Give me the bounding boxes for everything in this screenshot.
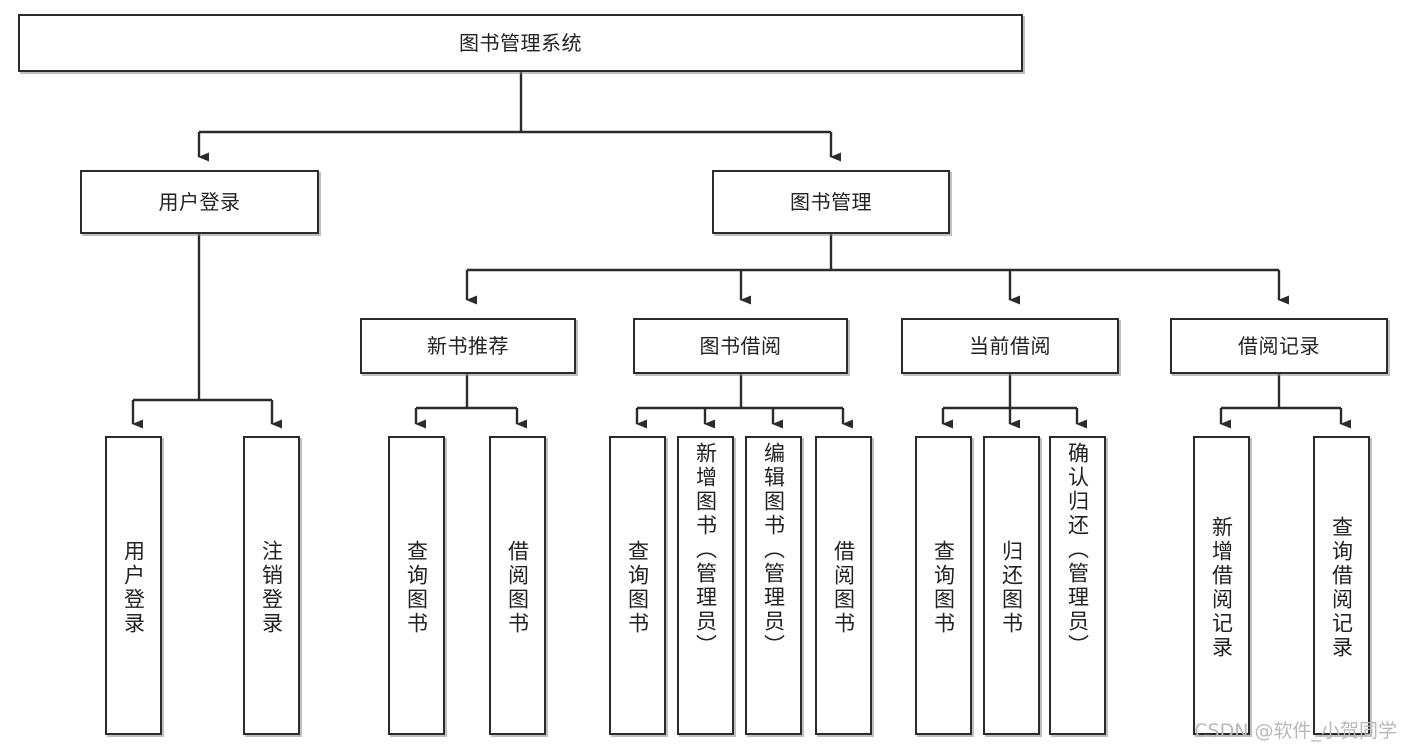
leaf-query-record[interactable]: 查询借阅记录 bbox=[1313, 436, 1370, 735]
leaf-add-record-label: 新增借阅记录 bbox=[1209, 515, 1234, 660]
leaf-edit-book[interactable]: 编辑图书（管理员） bbox=[745, 436, 802, 735]
leaf-user-logout-label: 注销登录 bbox=[259, 539, 284, 636]
node-current-borrow[interactable]: 当前借阅 bbox=[901, 318, 1119, 374]
node-root-label: 图书管理系统 bbox=[459, 30, 582, 55]
node-user-login-label: 用户登录 bbox=[158, 189, 241, 214]
node-root[interactable]: 图书管理系统 bbox=[18, 14, 1023, 72]
node-borrow-records[interactable]: 借阅记录 bbox=[1170, 318, 1388, 374]
leaf-user-login[interactable]: 用户登录 bbox=[105, 436, 162, 735]
node-borrow-records-label: 借阅记录 bbox=[1238, 333, 1320, 358]
watermark: CSDN @软件_小贺同学 bbox=[1194, 720, 1397, 742]
node-book-borrow[interactable]: 图书借阅 bbox=[633, 318, 848, 374]
node-current-borrow-label: 当前借阅 bbox=[969, 333, 1051, 358]
leaf-return-book[interactable]: 归还图书 bbox=[983, 436, 1040, 735]
leaf-confirm-return-label: 确认归还（管理员） bbox=[1065, 442, 1090, 658]
leaf-query-book-3-label: 查询图书 bbox=[931, 539, 956, 636]
node-user-login[interactable]: 用户登录 bbox=[80, 170, 319, 234]
leaf-query-book-2-label: 查询图书 bbox=[625, 539, 650, 636]
leaf-borrow-book-1-label: 借阅图书 bbox=[505, 539, 530, 636]
leaf-user-login-label: 用户登录 bbox=[121, 539, 146, 636]
leaf-query-record-label: 查询借阅记录 bbox=[1329, 515, 1354, 660]
leaf-borrow-book-2[interactable]: 借阅图书 bbox=[815, 436, 872, 735]
node-book-management[interactable]: 图书管理 bbox=[712, 170, 950, 234]
leaf-query-book-2[interactable]: 查询图书 bbox=[609, 436, 666, 735]
leaf-confirm-return[interactable]: 确认归还（管理员） bbox=[1049, 436, 1106, 735]
leaf-return-book-label: 归还图书 bbox=[999, 539, 1024, 636]
node-new-book-recommend[interactable]: 新书推荐 bbox=[360, 318, 576, 374]
leaf-query-book-1[interactable]: 查询图书 bbox=[388, 436, 445, 735]
node-book-management-label: 图书管理 bbox=[790, 189, 872, 214]
leaf-add-book-label: 新增图书（管理员） bbox=[693, 442, 718, 658]
leaf-add-record[interactable]: 新增借阅记录 bbox=[1193, 436, 1250, 735]
leaf-edit-book-label: 编辑图书（管理员） bbox=[761, 442, 786, 658]
leaf-user-logout[interactable]: 注销登录 bbox=[243, 436, 300, 735]
node-book-borrow-label: 图书借阅 bbox=[699, 333, 782, 358]
leaf-query-book-3[interactable]: 查询图书 bbox=[915, 436, 972, 735]
leaf-add-book[interactable]: 新增图书（管理员） bbox=[677, 436, 734, 735]
leaf-query-book-1-label: 查询图书 bbox=[404, 539, 429, 636]
node-new-book-recommend-label: 新书推荐 bbox=[427, 333, 509, 358]
leaf-borrow-book-1[interactable]: 借阅图书 bbox=[489, 436, 546, 735]
leaf-borrow-book-2-label: 借阅图书 bbox=[831, 539, 856, 636]
